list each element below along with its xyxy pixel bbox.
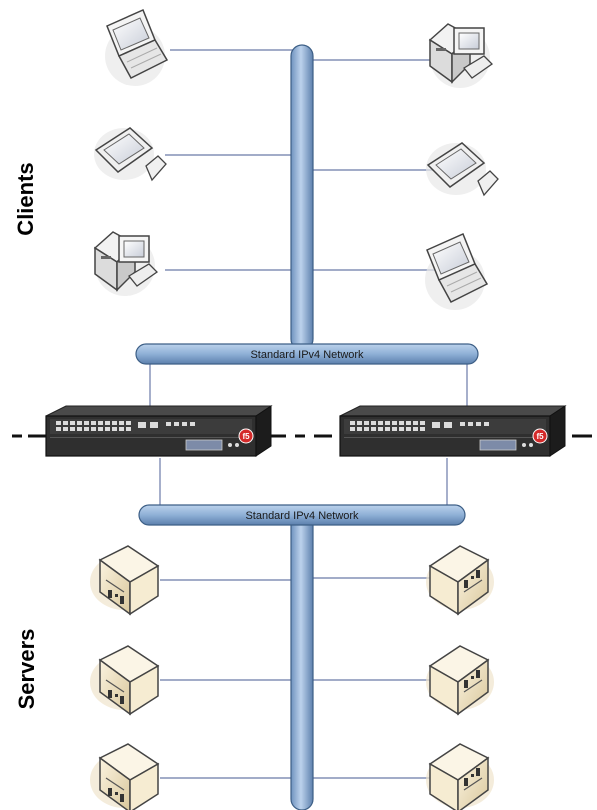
- client-vertical-bus: [290, 44, 314, 351]
- laptop-icon: [104, 9, 168, 87]
- network-appliance-icon: [339, 405, 566, 457]
- appliance-top-links: [149, 362, 468, 410]
- clients-label: Clients: [13, 162, 38, 236]
- bottom-network-bus: Standard IPv4 Network: [138, 504, 466, 526]
- desktop-pc-icon: [94, 231, 158, 297]
- server-icon: [425, 743, 495, 810]
- tablet-pc-icon: [93, 127, 167, 181]
- server-links: [160, 577, 440, 779]
- top-network-label: Standard IPv4 Network: [250, 349, 364, 361]
- server-icon: [89, 545, 159, 615]
- server-icon: [425, 545, 495, 615]
- tablet-pc-icon: [425, 142, 499, 196]
- server-icon: [425, 645, 495, 715]
- network-appliance-icon: [45, 405, 272, 457]
- laptop-icon: [424, 233, 488, 311]
- client-links: [165, 49, 440, 271]
- appliance-bottom-links: [159, 458, 448, 506]
- server-icon: [89, 645, 159, 715]
- server-vertical-bus: [290, 509, 314, 810]
- server-icon: [89, 743, 159, 810]
- desktop-pc-icon: [429, 23, 493, 89]
- bottom-network-label: Standard IPv4 Network: [245, 510, 359, 522]
- top-network-bus: Standard IPv4 Network: [135, 343, 479, 365]
- servers-label: Servers: [14, 628, 39, 710]
